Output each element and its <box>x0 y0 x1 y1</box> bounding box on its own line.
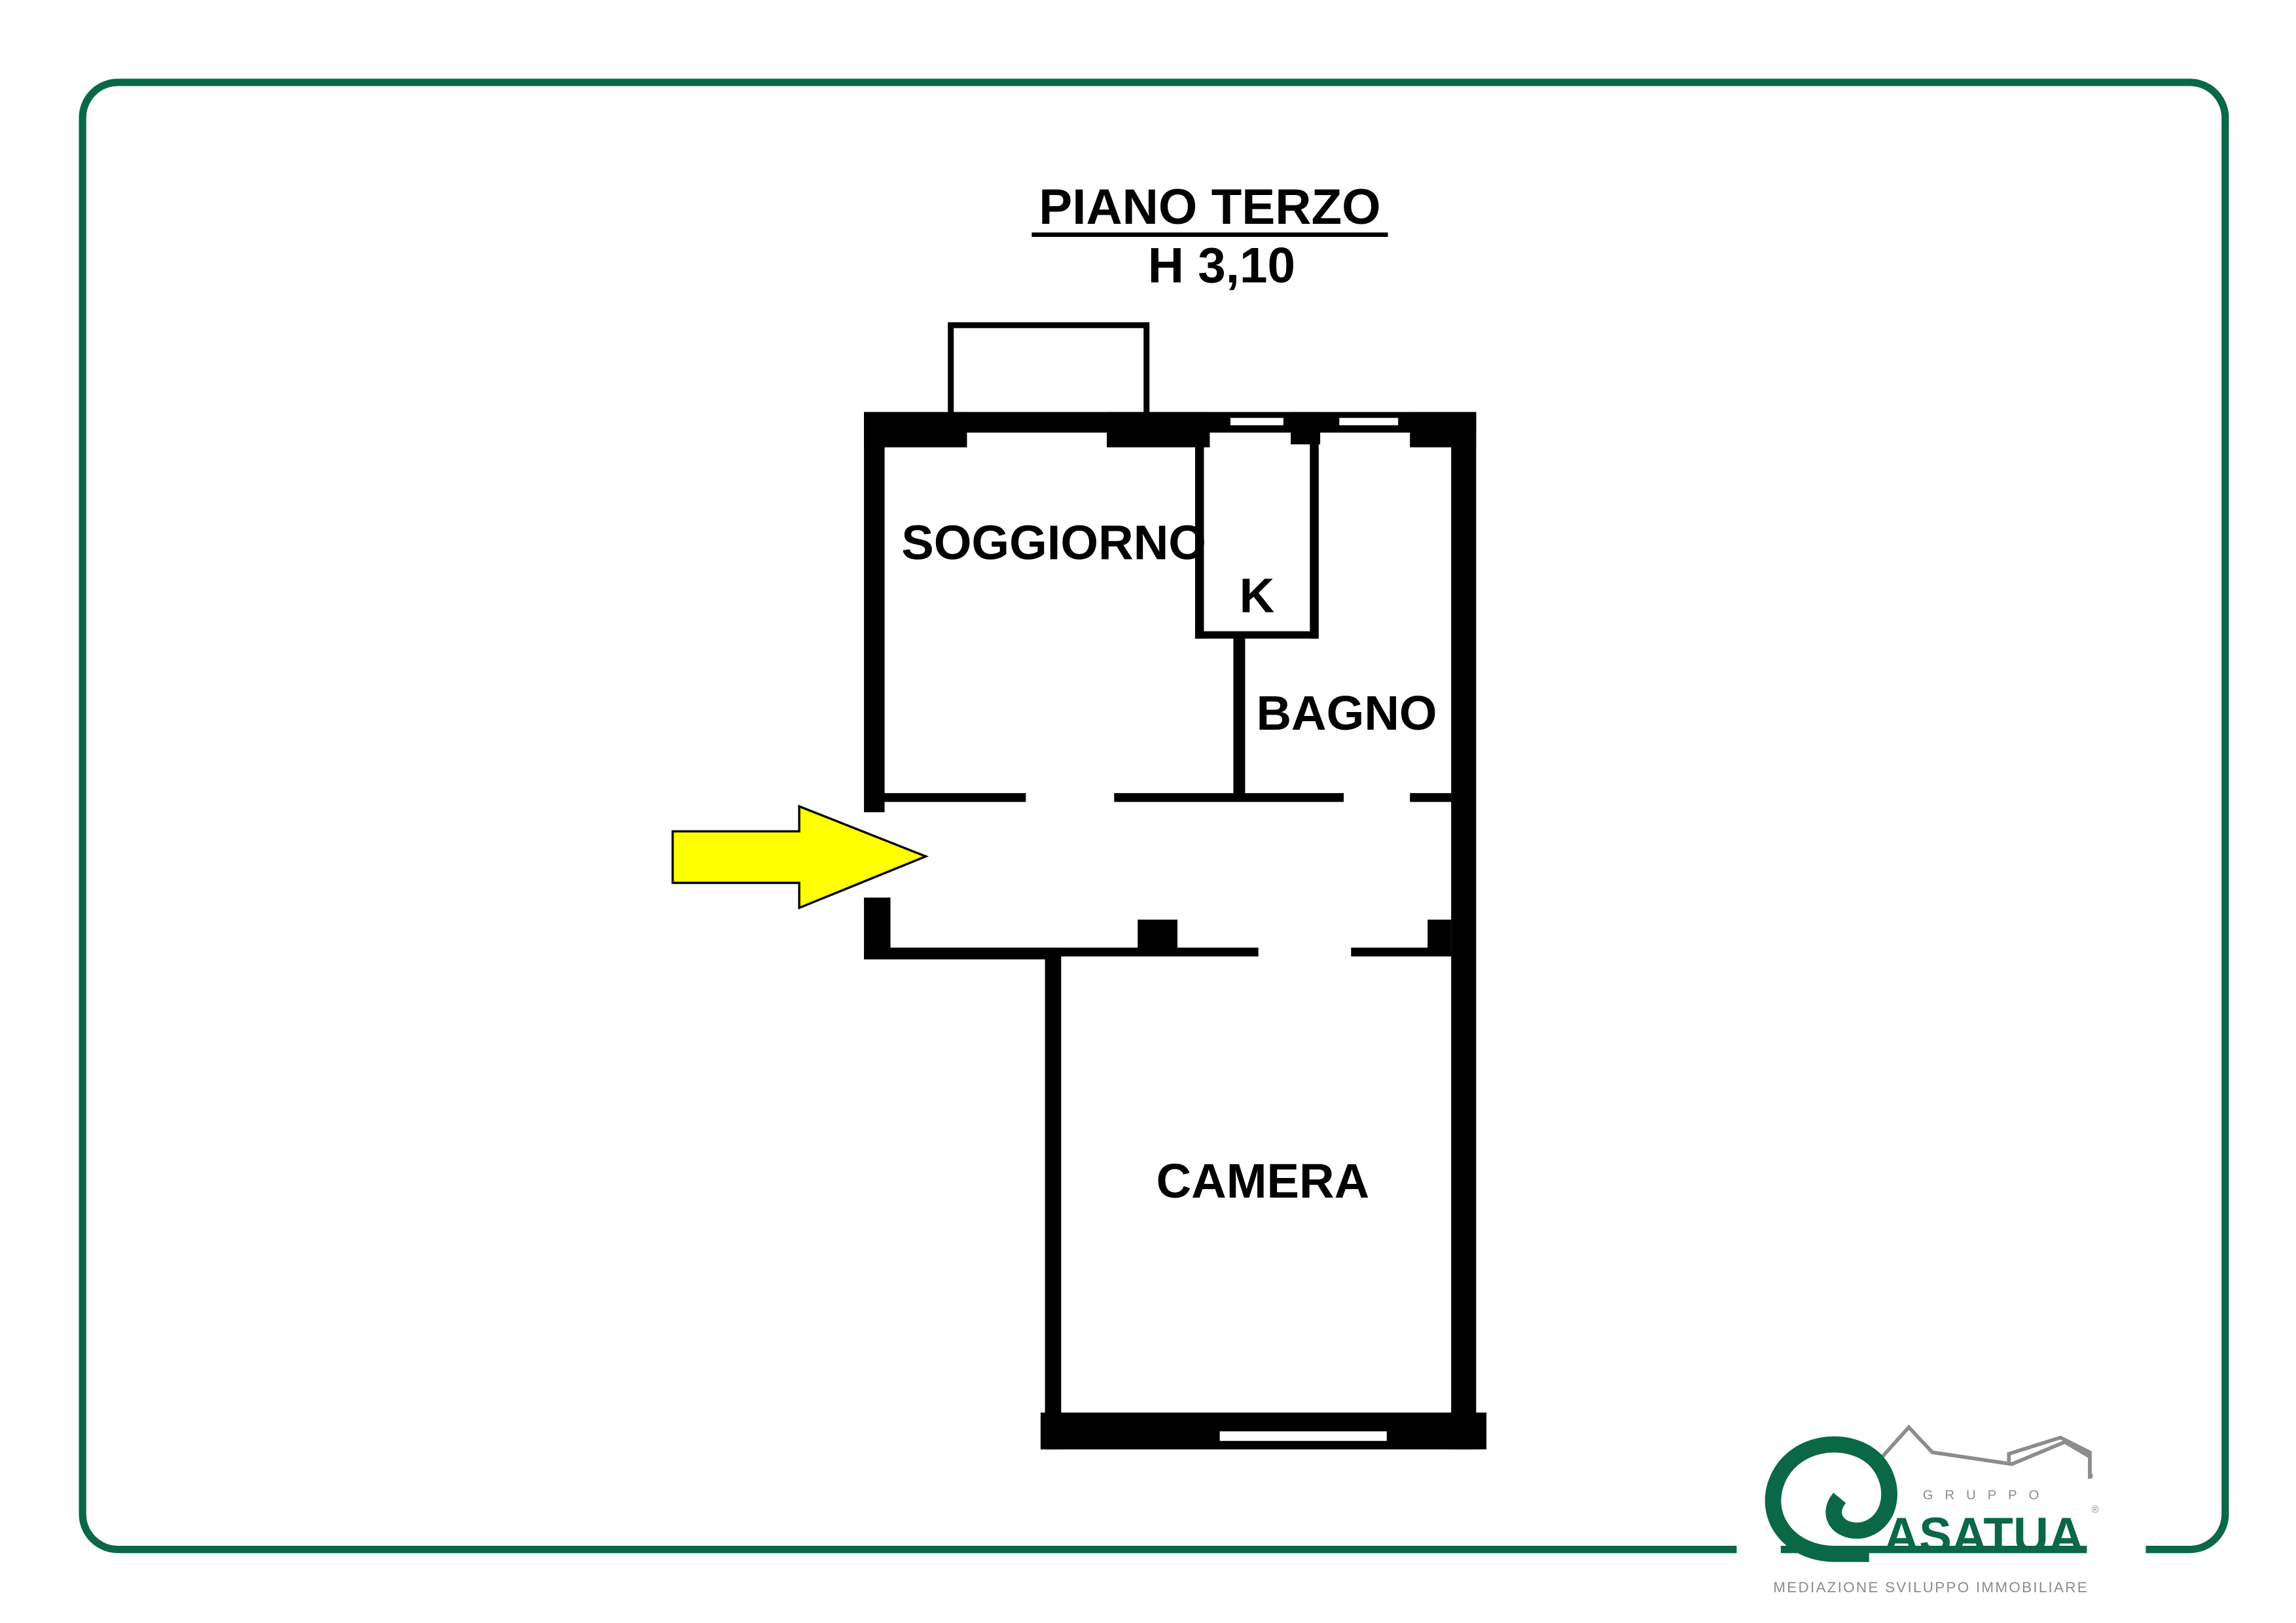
entrance-arrow <box>672 804 929 910</box>
pillar <box>1138 919 1177 954</box>
floor-plan: SOGGIORNO K BAGNO CAMERA <box>672 322 1487 1450</box>
room-label-camera: CAMERA <box>1157 1154 1370 1208</box>
window <box>1217 1429 1390 1444</box>
wall-corridor-top-3 <box>1410 793 1452 802</box>
wall-bathroom-left <box>1233 635 1246 801</box>
logo-tagline: MEDIAZIONE SVILUPPO IMMOBILIARE <box>1773 1579 2089 1596</box>
wall-corridor-bottom-2 <box>1351 947 1452 957</box>
wall-corridor-bottom-1 <box>883 947 1259 957</box>
ceiling-height: H 3,10 <box>1148 238 1295 294</box>
wall-corridor-top-1 <box>883 793 1026 802</box>
wall-top-pier <box>1107 412 1210 448</box>
logo-name: ASATUA <box>1884 1508 2084 1563</box>
company-logo: GRUPPO ASATUA ® MEDIAZIONE SVILUPPO IMMO… <box>1736 1424 2146 1596</box>
wall-kitchen-right <box>1310 433 1319 639</box>
room-label-bagno: BAGNO <box>1256 686 1437 740</box>
floor-title: PIANO TERZO <box>1039 179 1380 235</box>
wall-left-upper <box>864 412 885 813</box>
logo-roofline <box>1880 1424 2093 1478</box>
room-label-soggiorno: SOGGIORNO <box>901 515 1206 569</box>
balcony <box>948 322 1150 419</box>
frame-border <box>79 79 2229 1554</box>
title-underline <box>1031 232 1388 237</box>
window <box>1339 418 1399 425</box>
pillar <box>1427 919 1452 954</box>
window <box>1230 418 1283 425</box>
wall-kitchen-bottom <box>1194 631 1318 639</box>
logo-registered: ® <box>2091 1504 2099 1515</box>
wall-right <box>1451 412 1477 1450</box>
logo-swirl <box>1765 1436 1897 1562</box>
wall-corridor-top-2 <box>1114 793 1344 802</box>
logo-group: GRUPPO <box>1923 1488 2051 1503</box>
wall-camera-left <box>1045 953 1062 1450</box>
room-label-kitchen: K <box>1240 568 1275 622</box>
wall-kitchen-left <box>1194 433 1204 639</box>
